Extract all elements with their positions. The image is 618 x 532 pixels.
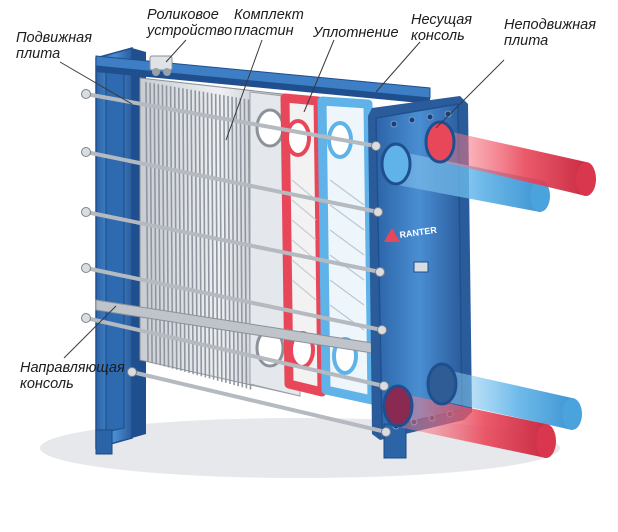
port-rings-lower (382, 362, 458, 428)
tie-rod-nut (81, 147, 91, 157)
label-movable-plate: Подвижная плита (16, 30, 92, 62)
leader-movable-plate (59, 61, 133, 105)
pipe-upper-blue (392, 150, 550, 212)
label-gasket: Уплотнение (313, 25, 399, 41)
leader-carrying-bar (375, 41, 421, 93)
movable-plate (95, 47, 146, 455)
brand-logo-mark (384, 228, 400, 242)
tie-rod-nut (377, 325, 387, 335)
label-plate-pack: Комплект пластин (234, 7, 304, 39)
label-guide-bar: Направляющая консоль (20, 360, 125, 392)
gasket-plate-red (280, 93, 327, 397)
tie-rod (130, 370, 388, 434)
tie-rod-nut (81, 207, 91, 217)
tie-rod-nut (81, 89, 91, 99)
tie-rod (84, 150, 380, 214)
tie-rod-nut (379, 381, 389, 391)
roller-device (149, 55, 173, 76)
tie-rod-nut (81, 263, 91, 273)
label-roller-device: Роликовое устройство (147, 7, 233, 39)
leader-gasket (303, 39, 335, 113)
tie-rod (84, 266, 384, 332)
tie-rod-nut (371, 141, 381, 151)
tie-rod-nut (375, 267, 385, 277)
leader-roller-device (165, 39, 187, 63)
tie-rod-nut (81, 313, 91, 323)
pipe-lower-red (394, 392, 556, 458)
tie-rod-nut (373, 207, 383, 217)
leader-guide-bar (63, 305, 117, 359)
tie-rods (81, 89, 391, 437)
tie-rod-nut (127, 367, 137, 377)
tie-rod (84, 92, 378, 148)
tie-rod-nut (381, 427, 391, 437)
pipe-upper-red (434, 128, 596, 196)
tie-rod (84, 210, 382, 274)
leader-fixed-plate (435, 59, 505, 129)
label-fixed-plate: Неподвижная плита (504, 17, 596, 49)
pipe-lower-blue (438, 368, 582, 430)
label-carrying-bar: Несущая консоль (411, 12, 473, 44)
tie-rod (84, 316, 386, 388)
port-rings-upper (380, 120, 456, 186)
leader-plate-pack (225, 39, 263, 141)
leader-lines (59, 39, 505, 359)
